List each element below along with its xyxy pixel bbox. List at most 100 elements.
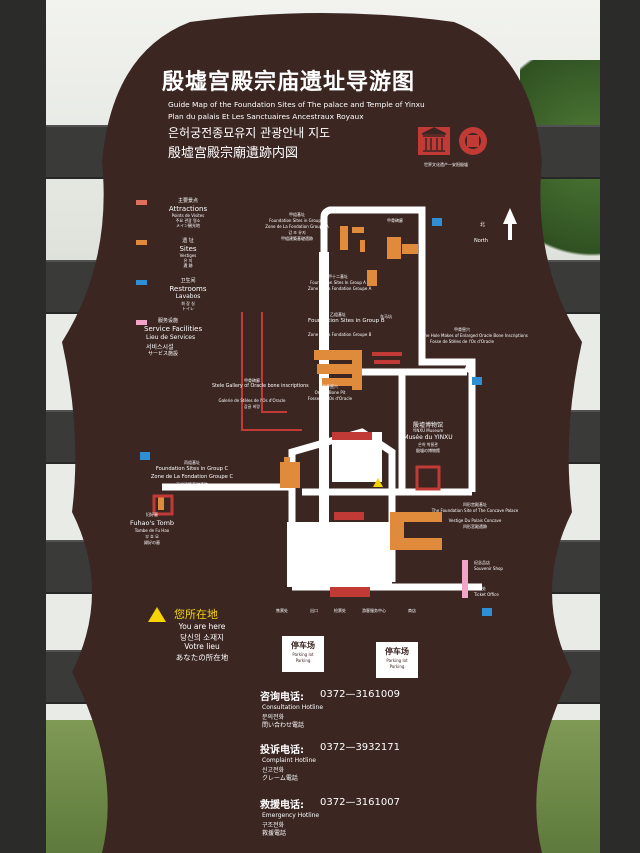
group-a-fr: Zone de La Fondation Groupe A [265, 224, 329, 229]
fuhao-kr: 부 호 묘 [145, 534, 159, 539]
hotline-en: Consultation Hotline [262, 704, 324, 711]
ticket-booth-cn: 售票处 [474, 586, 486, 591]
oracle-pit-en: Oracle Bone Pit [314, 390, 346, 395]
legend-kr: 화 장 실 [181, 301, 195, 306]
fuhao-cn: 妇好墓 [146, 512, 158, 517]
legend-cn: 遗 址 [182, 238, 194, 244]
legend-en: Sites [179, 245, 197, 253]
legend-cn: 卫生间 [180, 278, 196, 284]
hotline-kr: 구조전화 [262, 822, 285, 829]
board-shape [62, 13, 582, 853]
legend-fr: Points de Visites [171, 213, 205, 218]
fence-post-left [0, 0, 46, 853]
souvenir-en: Souvenir Shop [474, 566, 503, 571]
legend-en: Restrooms [169, 285, 207, 293]
legend-cn: 服务设施 [158, 318, 179, 324]
site-12-cn: 甲十二基址 [328, 274, 348, 279]
legend-fr: Lieu de Services [146, 334, 196, 341]
site-12-fr: Zone de La Fondation Groupe A [308, 286, 372, 291]
group-c-cn: 丙组基址 [184, 460, 200, 465]
legend-en: Attractions [168, 205, 208, 213]
group-a-jp: 甲組建築基礎遺跡 [281, 236, 313, 241]
chariot-pit-icon [372, 352, 402, 364]
stele-gallery-2-cn: 甲骨碑廊 [244, 378, 260, 383]
museum-en: YINXU Museum [412, 428, 444, 433]
parking-2-en: Parking lot [386, 658, 408, 663]
museum-fr: Musée du YINXU [403, 434, 453, 441]
concave-en: The Foundation Site of The Concave Palac… [431, 508, 519, 513]
bottom-label: 售票处 [276, 608, 288, 613]
fuhao-fr: Tombe de Fu Hao [134, 528, 170, 533]
legend-swatch-restrooms [136, 280, 147, 285]
concave-fr: Vestige Du Palais Concave [448, 518, 502, 523]
site-blocks [158, 226, 442, 550]
guide-map-board: 殷墟宫殿宗庙遗址导游图 Guide Map of the Foundation … [62, 12, 582, 853]
museum-cn: 殷墟博物馆 [412, 422, 443, 429]
you-are-here-jp: あなたの所在地 [175, 653, 229, 662]
souvenir-cn: 纪念品店 [474, 560, 490, 565]
legend-kr: 주요 관광 명소 [175, 218, 201, 223]
bottom-label: 游客服务中心 [362, 608, 386, 613]
title-japanese: 殷墟宫殿宗廟遺跡内図 [168, 146, 299, 161]
legend-cn: 主要景点 [177, 198, 198, 204]
legend-jp: サービス施設 [148, 351, 179, 357]
parking-1-en: Parking lot [292, 652, 314, 657]
legend-jp: 遺 跡 [183, 263, 193, 268]
group-b-fr: Zone de La Fondation Groupe B [308, 332, 372, 337]
museum-kr: 은허 박물관 [418, 442, 438, 447]
you-are-here-marker [373, 478, 383, 487]
you-are-here-cn: 您所在地 [174, 608, 218, 621]
legend-jp: トイレ [182, 306, 194, 311]
title-french: Plan du palais Et Les Sanctuaires Ancest… [168, 112, 364, 121]
legend-swatch-service [136, 320, 147, 325]
you-are-here-fr: Votre lieu [184, 642, 220, 651]
ticket-booth-en: Ticket Office [474, 592, 499, 597]
parking-box-2 [376, 642, 418, 678]
plaza [287, 522, 392, 587]
bottom-label: 检票处 [334, 608, 346, 613]
you-are-here-kr: 당신의 소재지 [180, 633, 224, 642]
hotline-jp: クレーム電話 [262, 775, 298, 782]
hotline-kr: 문의전화 [262, 714, 285, 721]
legend-en: Service Facilities [144, 325, 203, 333]
group-c-fr: Zone de La Fondation Groupe C [150, 474, 234, 480]
legend-jp: メイン観光地 [176, 223, 200, 228]
legend-kr: 유 지 [183, 258, 193, 263]
chariot-pit-label: 车马坑 [380, 314, 392, 319]
hotline-label: 救援电话: [260, 800, 304, 811]
fuhao-jp: 婦好の墓 [144, 540, 160, 545]
world-heritage-emblem [459, 127, 487, 155]
parking-2-cn: 停车场 [385, 647, 409, 656]
oracle-pit-cn: 甲骨窖穴 [322, 384, 338, 389]
stele-gallery-2-en: Stele Gallery of Oracle bone inscription… [212, 384, 309, 389]
attractions [152, 432, 441, 597]
title-chinese: 殷墟宫殿宗庙遗址导游图 [162, 70, 416, 95]
legend-kr: 서비스시설 [146, 344, 174, 351]
hotline-en: Emergency Hotline [262, 812, 320, 819]
hotline-kr: 신고전화 [262, 767, 285, 774]
unesco-logo [418, 127, 450, 155]
hotline-number: 0372—3932171 [320, 742, 400, 753]
fence-post-right [600, 0, 640, 853]
bottom-label: 商店 [408, 608, 416, 613]
stele-gallery-2-kr: 갑골 비랑 [244, 404, 260, 409]
courtyard [332, 432, 382, 482]
concave-jp: 凹形宮殿遺跡 [463, 524, 487, 529]
concave-cn: 凹形宫殿基址 [463, 502, 487, 507]
title-english: Guide Map of the Foundation Sites of The… [168, 100, 425, 109]
you-are-here-en: You are here [178, 622, 226, 631]
north-label-cn: 北 [480, 222, 486, 228]
oracle-inscriptions-cn: 甲骨窖穴 [454, 327, 470, 332]
heritage-caption: 世界文化遗产一安阳殷墟 [424, 162, 468, 167]
title-korean: 은허궁전종묘유지 관광안내 지도 [168, 126, 331, 140]
service-block [462, 560, 468, 598]
you-are-here-legend-icon [148, 607, 166, 622]
oracle-inscriptions-fr: Fosse de Stèles de l'Os d'Oracle [430, 339, 494, 344]
group-c-jp: 丙組建築基礎遺跡 [176, 482, 208, 487]
group-b-cn: 乙组基址 [330, 312, 346, 317]
bottom-label: 出口 [310, 608, 318, 613]
group-a-cn: 甲组基址 [289, 212, 305, 217]
parking-box-1 [282, 636, 324, 672]
group-a-kr: 갑 조 유지 [288, 230, 306, 235]
parking-1-fr: Parking [295, 658, 311, 663]
